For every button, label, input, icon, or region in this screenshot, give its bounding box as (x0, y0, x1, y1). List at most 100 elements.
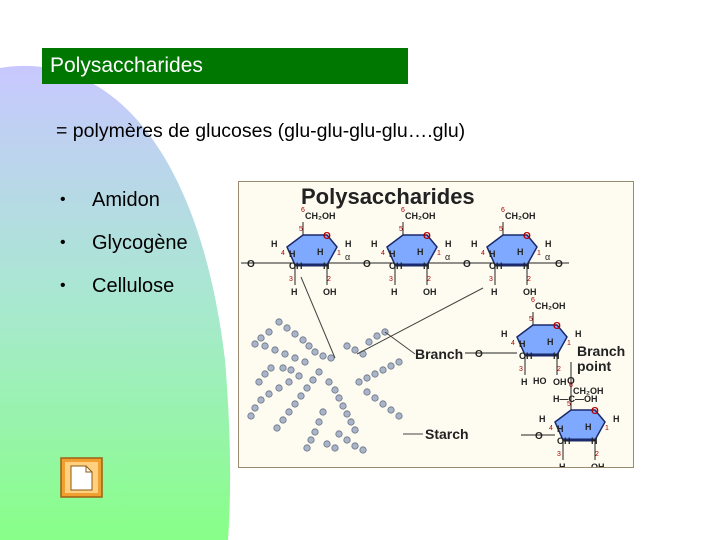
glucose-bottom-h-left: H (539, 414, 546, 424)
glucose-1-c4: 4 (281, 250, 285, 257)
starch-bead (323, 440, 331, 448)
starch-bead (395, 358, 403, 366)
glucose-bottom-h-right: H (613, 414, 620, 424)
starch-bead (351, 442, 359, 450)
glucose-3-c5: 5 (499, 226, 503, 233)
starch-bead (283, 324, 291, 332)
document-icon[interactable] (60, 457, 103, 498)
starch-bead (273, 424, 281, 432)
starch-bead (255, 378, 263, 386)
bullet-list: •Amidon •Glycogène •Cellulose (60, 186, 188, 315)
chain-o-2: O (463, 259, 471, 270)
starch-bead (301, 358, 309, 366)
starch-bead (291, 400, 299, 408)
starch-bead (261, 370, 269, 378)
glucose-1-h-inner: H (289, 249, 296, 259)
glucose-bottom-oh: OH (557, 436, 571, 446)
connector-line (384, 331, 416, 355)
glucose-bottom-h-inner: H (557, 424, 564, 434)
bullet-dot: • (60, 277, 66, 294)
starch-bead (305, 342, 313, 350)
starch-bead (363, 374, 371, 382)
glucose-3-h-inner-2: H (517, 247, 524, 257)
starch-bead (261, 342, 269, 350)
glucose-2-c1: 1 (437, 250, 441, 257)
starch-bead (363, 388, 371, 396)
bullet-item-cellulose: • Cellulose (60, 272, 188, 315)
starch-bead (343, 410, 351, 418)
glucose-2-c2: 2 (427, 276, 431, 283)
glucose-bottom-h-inner-2: H (585, 422, 592, 432)
starch-bead (327, 354, 335, 362)
bullet-text: Glycogène (92, 232, 188, 254)
glucose-bottom-ch2oh: CH₂OH (573, 386, 604, 396)
glucose-bottom-c5: 5 (567, 401, 571, 408)
chain-o-3: O (555, 259, 563, 270)
branch-point-hcoh: H—C—OH (553, 394, 598, 404)
starch-bead (251, 404, 259, 412)
starch-bead (281, 350, 289, 358)
connector-line (300, 276, 336, 359)
glucose-branch-o: O (553, 321, 561, 332)
starch-bead (387, 362, 395, 370)
glucose-1-h-2: H (323, 261, 330, 271)
starch-bead (247, 412, 255, 420)
starch-bead (303, 384, 311, 392)
glucose-3-ch2oh: CH₂OH (505, 211, 536, 221)
starch-bead (279, 364, 287, 372)
starch-bead (373, 332, 381, 340)
glucose-bottom-h-bottom: H (559, 462, 566, 468)
glucose-branch-c2: 2 (557, 366, 561, 373)
alpha-1: α (345, 252, 350, 262)
glucose-2-o: O (423, 231, 431, 242)
connector-line (356, 287, 484, 355)
branch-point-line-2: point (577, 358, 612, 374)
glucose-branch-h-left: H (501, 329, 508, 339)
starch-bead (325, 378, 333, 386)
glucose-1-o: O (323, 231, 331, 242)
starch-bead (303, 444, 311, 452)
glucose-1-c6: 6 (301, 207, 305, 214)
starch-bead (387, 406, 395, 414)
starch-bead (291, 330, 299, 338)
glucose-3-oh: OH (489, 261, 503, 271)
glucose-bottom-c3: 3 (557, 451, 561, 458)
starch-bead (395, 412, 403, 420)
starch-bead (297, 392, 305, 400)
glucose-2-h-inner-2: H (417, 247, 424, 257)
starch-bead (319, 408, 327, 416)
slide-subtitle: = polymères de glucoses (glu-glu-glu-glu… (56, 120, 466, 142)
starch-bead (371, 394, 379, 402)
starch-bead (257, 396, 265, 404)
glucose-branch-h-bottom: H (521, 377, 528, 387)
starch-bead (265, 328, 273, 336)
glucose-bottom-c2: 2 (595, 451, 599, 458)
branch-o: O (475, 349, 483, 360)
glucose-1-c1: 1 (337, 250, 341, 257)
bullet-text: Cellulose (92, 275, 175, 297)
glucose-branch-oh-bottom: OH (553, 377, 567, 387)
glucose-3-c1: 1 (537, 250, 541, 257)
glucose-2-oh-bottom: OH (423, 287, 437, 297)
starch-bead (335, 394, 343, 402)
starch-bead (343, 342, 351, 350)
glucose-3-c2: 2 (527, 276, 531, 283)
glucose-1-c3: 3 (289, 276, 293, 283)
glucose-2-ch2oh: CH₂OH (405, 211, 436, 221)
glucose-branch-c5: 5 (529, 316, 533, 323)
starch-bead (307, 436, 315, 444)
starch-bead (271, 346, 279, 354)
slide-title: Polysaccharides (42, 48, 408, 84)
bullet-item-glycogene: •Glycogène (60, 229, 188, 272)
starch-bead (275, 384, 283, 392)
glucose-1-c5: 5 (299, 226, 303, 233)
glucose-bottom-oh-bottom: OH (591, 462, 605, 468)
glucose-2-c3: 3 (389, 276, 393, 283)
glucose-bottom-o: O (591, 406, 599, 417)
glucose-1-h-left: H (271, 239, 278, 249)
glucose-branch-c4: 4 (511, 340, 515, 347)
starch-bead (279, 416, 287, 424)
starch-bead (311, 428, 319, 436)
starch-bead (265, 390, 273, 398)
